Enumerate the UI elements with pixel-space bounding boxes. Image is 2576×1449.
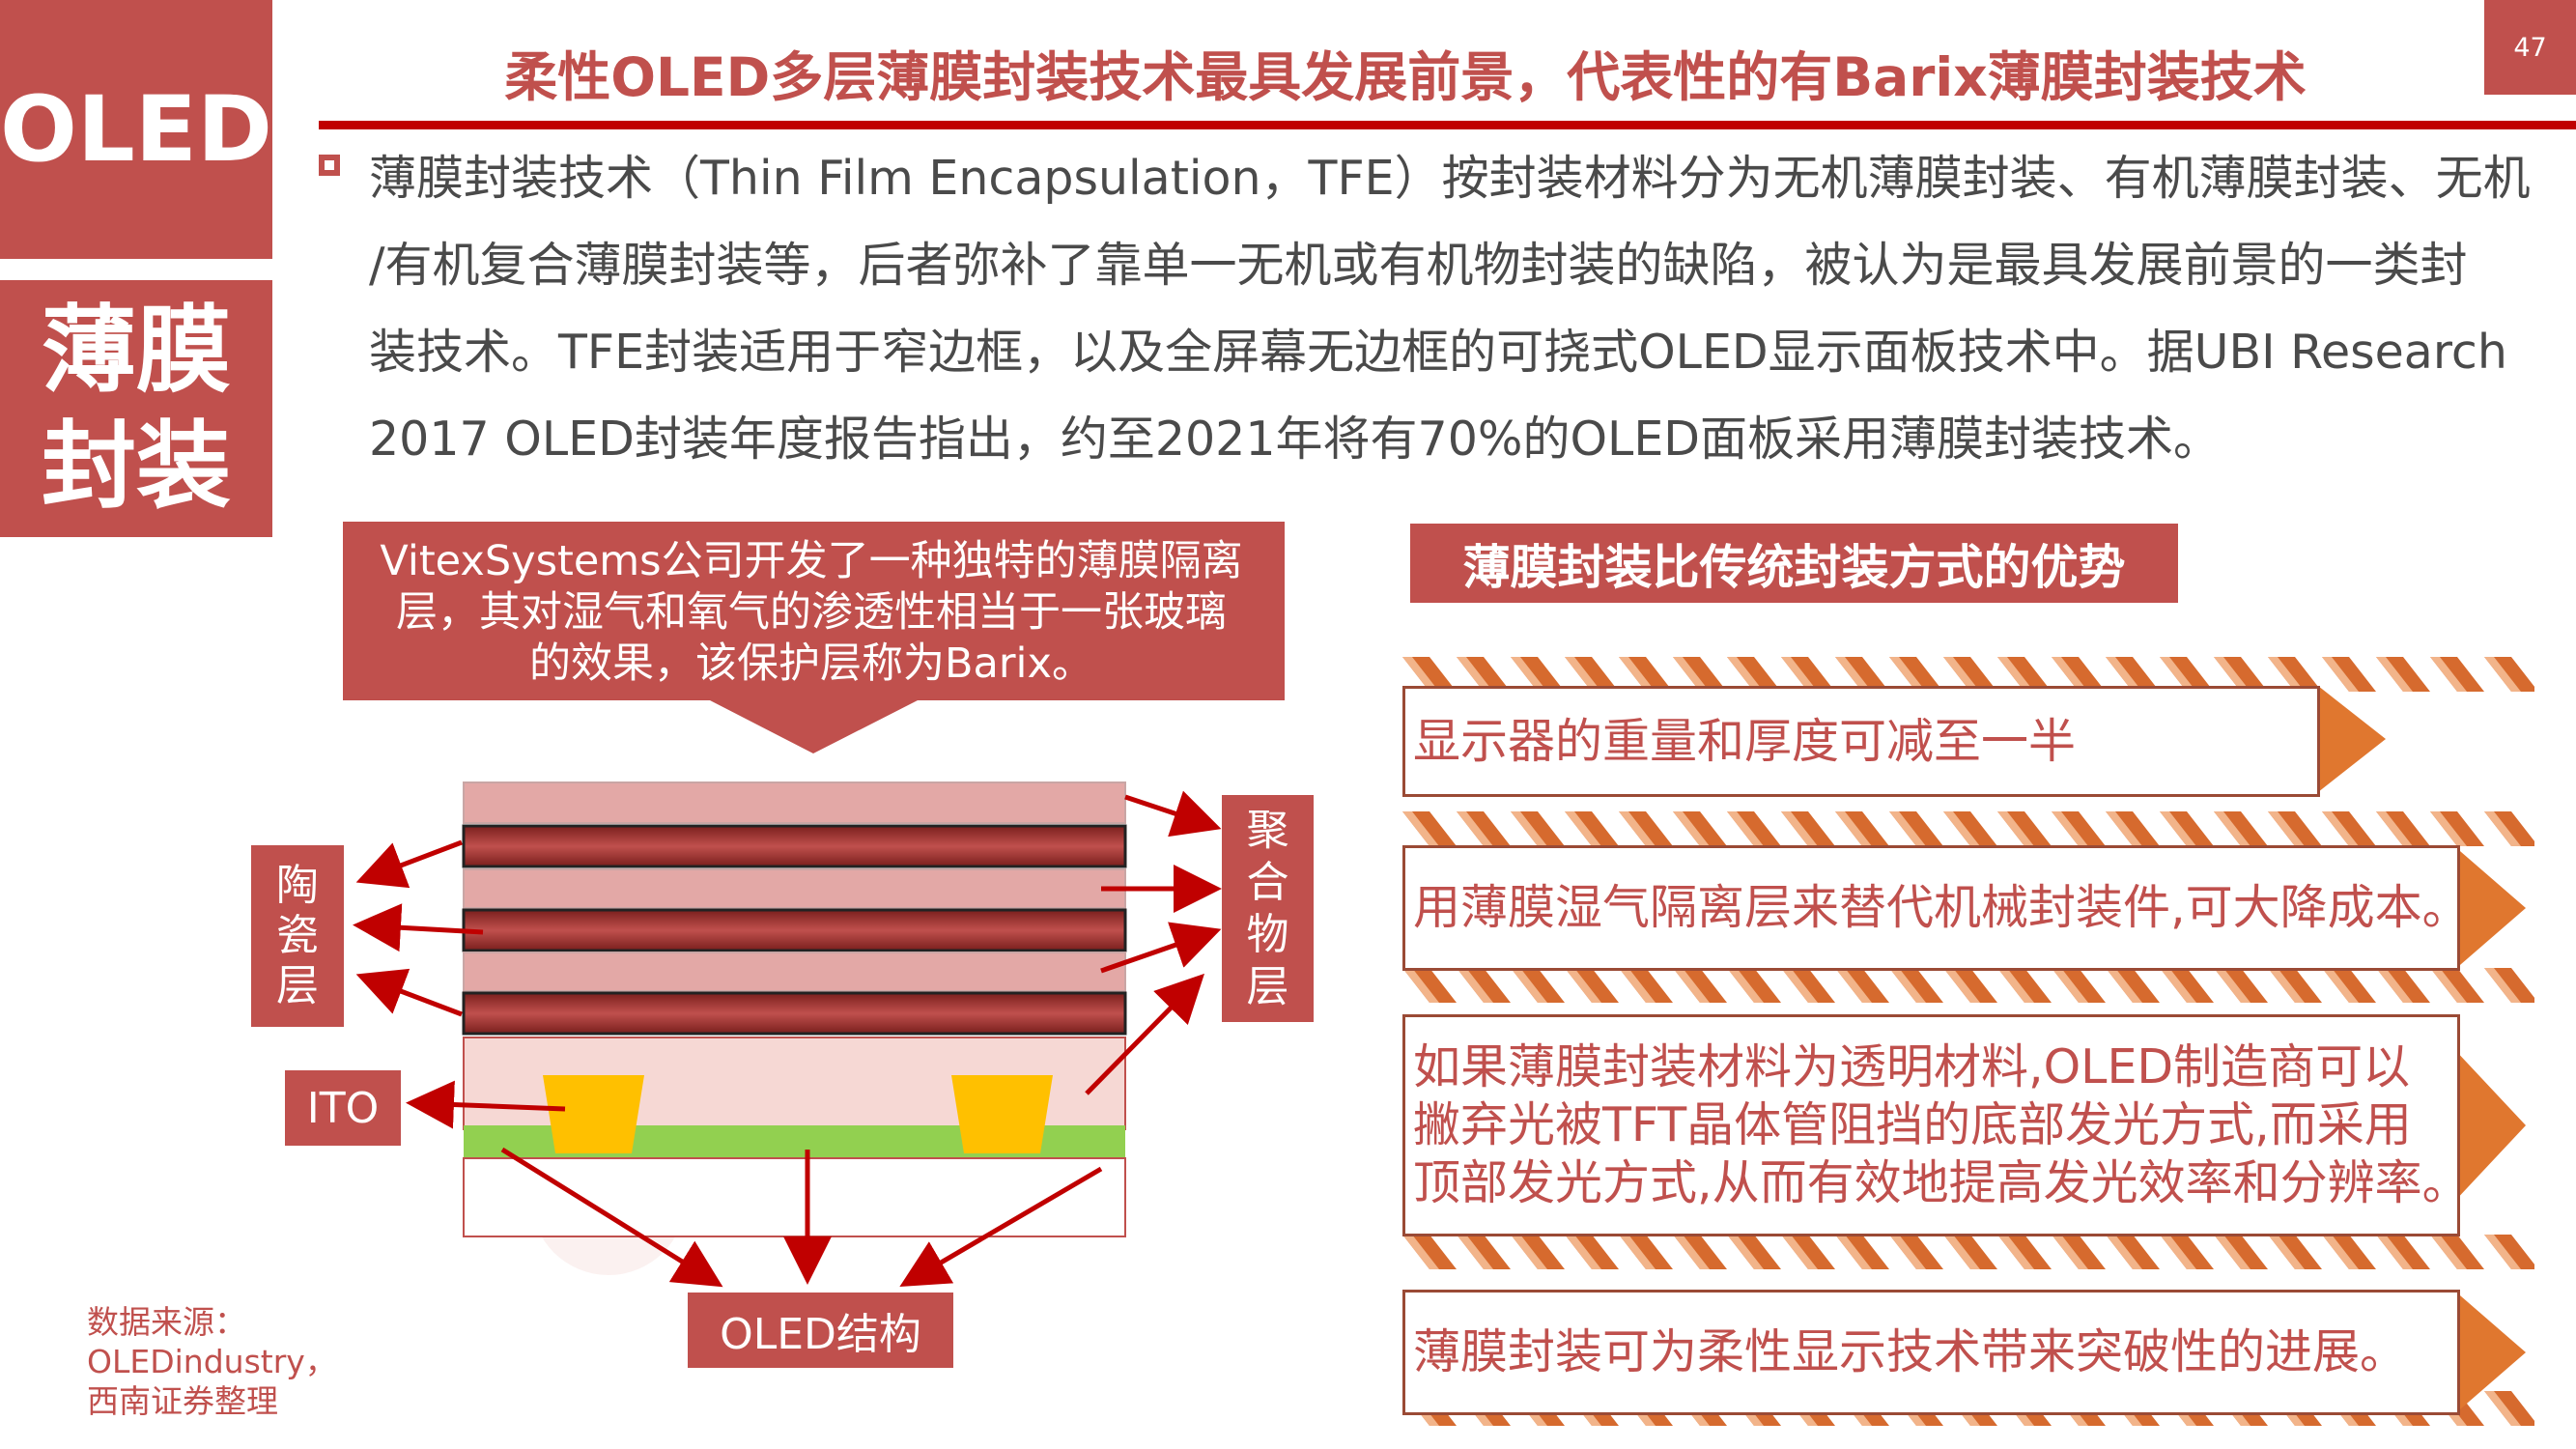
callout-line: VitexSystems公司开发了一种独特的薄膜隔离 bbox=[380, 537, 1243, 585]
callout-line: 的效果，该保护层称为Barix。 bbox=[529, 639, 1093, 688]
page-number: 47 bbox=[2484, 0, 2576, 95]
intro-line: 2017 OLED封装年度报告指出，约至2021年将有70%的OLED面板采用薄… bbox=[369, 412, 2222, 467]
ceramic-layer bbox=[463, 868, 1126, 909]
callout-text: VitexSystems公司开发了一种独特的薄膜隔离 层，其对湿气和氧气的渗透性… bbox=[367, 536, 1256, 690]
arrow-icon bbox=[1085, 973, 1205, 1095]
advantage-item: 如果薄膜封装材料为透明材料,OLED制造商可以 撇弃光被TFT晶体管阻挡的底部发… bbox=[1402, 1014, 2470, 1236]
source-line: 数据来源： bbox=[87, 1303, 246, 1341]
label-char: 陶 bbox=[276, 861, 319, 910]
advantages-heading: 薄膜封装比传统封装方式的优势 bbox=[1410, 524, 2178, 603]
advantage-item: 薄膜封装可为柔性显示技术带来突破性的进展。 bbox=[1402, 1290, 2460, 1415]
label-char: 聚 bbox=[1246, 805, 1289, 855]
label-char: 瓷 bbox=[276, 911, 319, 960]
chevron-strip bbox=[1402, 811, 2534, 846]
intro-line: 薄膜封装技术（Thin Film Encapsulation，TFE）按封装材料… bbox=[369, 151, 2531, 206]
title-divider bbox=[319, 121, 2576, 129]
advantage-text: 撇弃光被TFT晶体管阻挡的底部发光方式,而采用 bbox=[1413, 1097, 2412, 1152]
label-ito: ITO bbox=[285, 1070, 401, 1146]
arrow-right-icon bbox=[2318, 686, 2386, 792]
arrow-icon bbox=[355, 968, 463, 1017]
callout-banner bbox=[343, 522, 1285, 753]
polymer-layer bbox=[462, 991, 1127, 1036]
intro-paragraph: 薄膜封装技术（Thin Film Encapsulation，TFE）按封装材料… bbox=[369, 135, 2552, 483]
arrow-icon bbox=[899, 1166, 1103, 1288]
slide-title: 柔性OLED多层薄膜封装技术最具发展前景，代表性的有Barix薄膜封装技术 bbox=[504, 46, 2307, 108]
section-tab-line-1: 薄膜 bbox=[41, 296, 231, 406]
source-line: OLEDindustry， bbox=[87, 1343, 337, 1380]
section-tab-line-2: 封装 bbox=[41, 412, 231, 522]
advantage-text: 顶部发光方式,从而有效地提高发光效率和分辨率。 bbox=[1413, 1155, 2470, 1210]
label-char: 层 bbox=[1246, 961, 1289, 1011]
advantage-text: 用薄膜湿气隔离层来替代机械封装件,可大降成本。 bbox=[1413, 880, 2470, 935]
polymer-layer bbox=[462, 824, 1127, 868]
label-polymer-layer: 聚 合 物 层 bbox=[1222, 795, 1314, 1022]
advantage-item: 显示器的重量和厚度可减至一半 bbox=[1402, 686, 2320, 797]
chevron-strip bbox=[1402, 1235, 2534, 1269]
advantage-text: 显示器的重量和厚度可减至一半 bbox=[1413, 713, 2077, 769]
bullet-square-icon bbox=[319, 155, 340, 176]
advantage-text: 薄膜封装可为柔性显示技术带来突破性的进展。 bbox=[1413, 1324, 2408, 1379]
ceramic-layer bbox=[463, 781, 1126, 824]
section-tab-oled: OLED bbox=[0, 0, 272, 259]
arrow-icon bbox=[353, 903, 484, 952]
substrate-layer bbox=[463, 1157, 1126, 1237]
arrow-icon bbox=[500, 1147, 723, 1288]
chevron-strip bbox=[1402, 968, 2534, 1003]
layer-stack bbox=[462, 781, 1127, 1237]
arrow-icon bbox=[1100, 922, 1222, 974]
arrow-icon bbox=[406, 1080, 566, 1129]
polymer-layer bbox=[462, 908, 1127, 952]
source-line: 西南证券整理 bbox=[87, 1382, 278, 1420]
intro-line: /有机复合薄膜封装等，后者弥补了靠单一无机或有机物封装的缺陷，被认为是最具发展前… bbox=[369, 238, 2468, 293]
arrow-icon bbox=[1124, 790, 1222, 838]
label-char: 物 bbox=[1246, 909, 1289, 959]
source-note: 数据来源： OLEDindustry， 西南证券整理 bbox=[87, 1302, 396, 1421]
advantage-text: 如果薄膜封装材料为透明材料,OLED制造商可以 bbox=[1413, 1039, 2411, 1094]
ceramic-layer bbox=[463, 952, 1126, 992]
arrow-right-icon bbox=[2453, 1048, 2526, 1203]
label-oled-structure: OLED结构 bbox=[688, 1293, 953, 1368]
label-ceramic-layer: 陶 瓷 层 bbox=[251, 845, 344, 1027]
advantage-item: 用薄膜湿气隔离层来替代机械封装件,可大降成本。 bbox=[1402, 845, 2470, 971]
section-tab-thin-film: 薄膜 封装 bbox=[0, 280, 272, 537]
pointer-arrows bbox=[353, 790, 1222, 1288]
callout-line: 层，其对湿气和氧气的渗透性相当于一张玻璃 bbox=[396, 588, 1227, 637]
arrow-right-icon bbox=[2453, 1290, 2526, 1415]
intro-line: 装技术。TFE封装适用于窄边框，以及全屏幕无边框的可挠式OLED显示面板技术中。… bbox=[369, 325, 2507, 380]
arrow-icon bbox=[355, 839, 463, 889]
section-tab-oled-label: OLED bbox=[0, 76, 273, 183]
barix-layer-diagram bbox=[353, 781, 1222, 1288]
ito-electrode bbox=[543, 1075, 644, 1153]
label-char: 合 bbox=[1246, 857, 1289, 907]
arrow-right-icon bbox=[2453, 845, 2526, 971]
label-char: 层 bbox=[276, 961, 319, 1010]
ito-electrode bbox=[951, 1075, 1053, 1153]
